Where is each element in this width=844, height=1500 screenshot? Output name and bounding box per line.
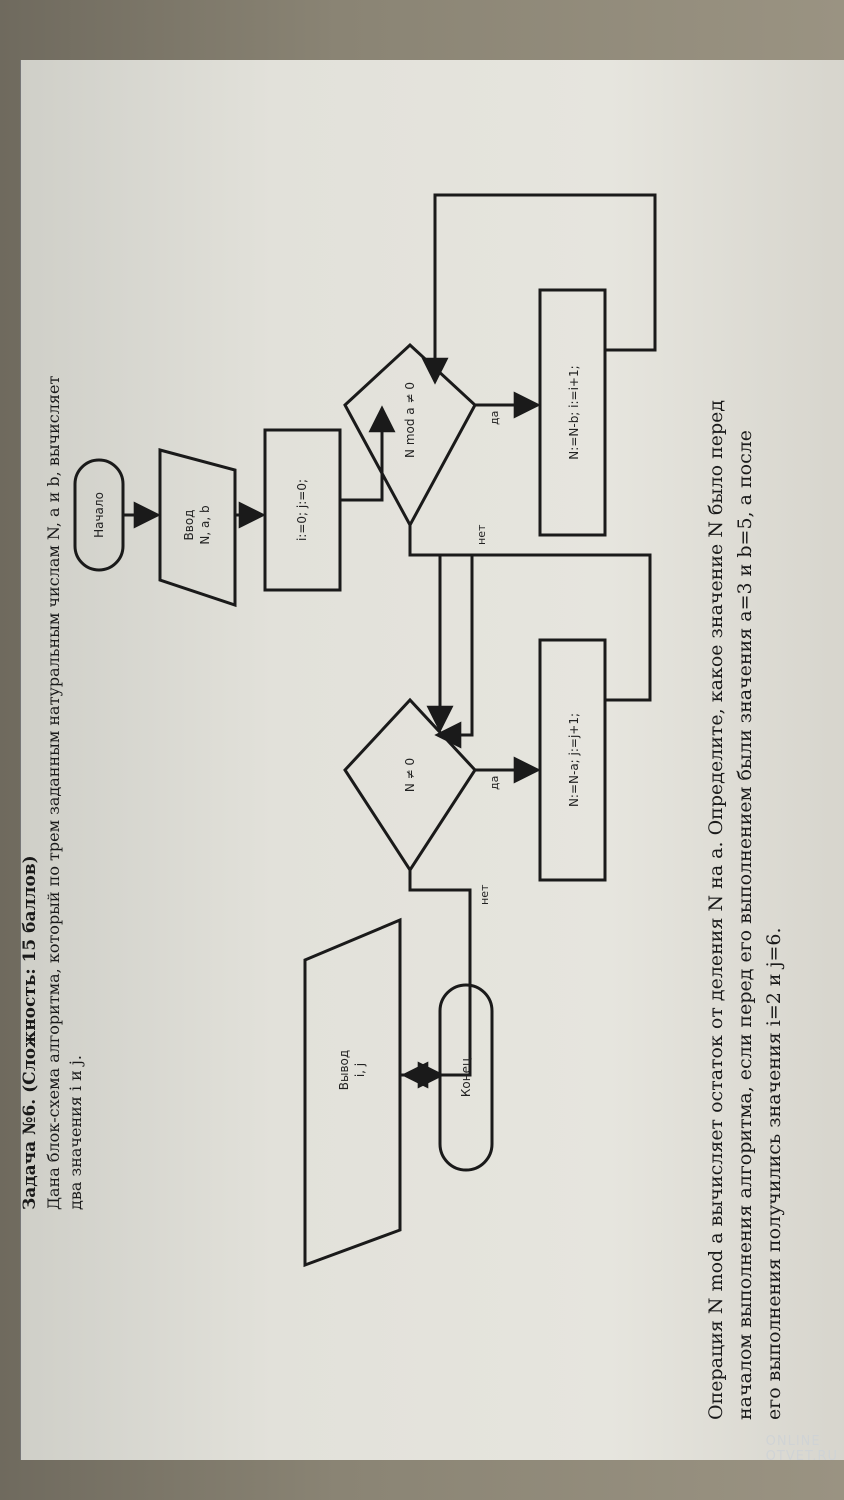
condition1-no-label: нет bbox=[475, 524, 488, 545]
question-line3: его выполнения получились значения i=2 и… bbox=[763, 927, 785, 1420]
condition2-label: N ≠ 0 bbox=[403, 757, 417, 793]
input-parallelogram bbox=[158, 448, 237, 608]
condition2-yes-label: да bbox=[488, 775, 501, 790]
loop1-back bbox=[421, 193, 657, 385]
watermark-line1: ONLINE bbox=[765, 1434, 821, 1449]
condition2-no-label: нет bbox=[478, 884, 491, 905]
init-label: i:=0; j:=0; bbox=[295, 478, 309, 542]
end-label: Конец bbox=[459, 1057, 473, 1098]
arrow-cond2-output bbox=[401, 870, 472, 1089]
output-label-line2: i, j bbox=[353, 1062, 367, 1078]
watermark-logo: ONLINE OTVET.RU bbox=[766, 1434, 838, 1464]
output-parallelogram bbox=[303, 917, 402, 1268]
condition1-label: N mod a ≠ 0 bbox=[403, 382, 417, 458]
question-line2: началом выполнения алгоритма, если перед… bbox=[734, 429, 756, 1420]
loop2-back bbox=[426, 553, 652, 733]
start-label: Начало bbox=[92, 492, 106, 538]
watermark-line2: OTVET.RU bbox=[765, 1449, 838, 1464]
condition1-yes-label: да bbox=[488, 410, 501, 425]
arrow-init-cond1 bbox=[340, 405, 396, 502]
action1-label: N:=N-b; i:=i+1; bbox=[567, 365, 581, 460]
paper-sheet bbox=[20, 60, 844, 1460]
input-label-line2: N, a, b bbox=[198, 505, 212, 545]
output-label-line1: Вывод bbox=[337, 1049, 351, 1091]
action2-label: N:=N-a; j:=j+1; bbox=[567, 712, 581, 808]
question-line1: Операция N mod a вычисляет остаток от де… bbox=[705, 399, 727, 1420]
input-label-line1: Ввод bbox=[182, 509, 196, 541]
